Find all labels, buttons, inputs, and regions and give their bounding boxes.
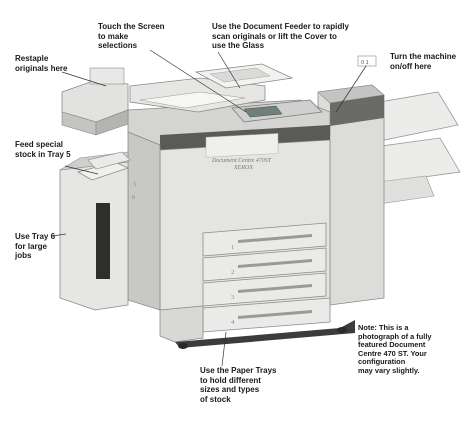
callout-paper-trays: Use the Paper Trays to hold different si… — [200, 366, 277, 404]
callout-document-feeder: Use the Document Feeder to rapidly scan … — [212, 22, 349, 50]
leader-power — [335, 65, 367, 113]
tray-6-cabinet — [59, 161, 129, 311]
callout-tray-5: Feed special stock in Tray 5 — [15, 140, 71, 159]
brand-label: Document Centre 470ST — [211, 157, 272, 164]
brand-plate — [205, 133, 279, 158]
tray-number-3: 3 — [231, 294, 234, 301]
tray-number-1: 1 — [231, 244, 234, 251]
callout-tray-6: Use Tray 6 for large jobs — [15, 232, 56, 260]
leader-touch-screen — [149, 49, 247, 113]
tray-4-handle — [238, 310, 312, 319]
document-feeder-output — [139, 91, 246, 109]
power-switch-label: 0 1 — [361, 60, 369, 66]
paper-trays: 1 2 3 4 — [202, 222, 331, 333]
callout-restaple: Restaple originals here — [15, 54, 68, 73]
callout-touch-screen: Touch the Screen to make selections — [98, 22, 165, 50]
tray-1-handle — [238, 234, 312, 243]
caster-front-right — [337, 327, 347, 333]
leader-tray-5 — [64, 165, 99, 175]
tray-number-4: 4 — [231, 319, 235, 326]
tray-6-window — [96, 203, 110, 279]
finisher-dark-band — [330, 95, 384, 126]
base-skirt — [175, 320, 355, 348]
callout-power: Turn the machine on/off here — [390, 52, 457, 71]
touch-screen — [243, 105, 283, 118]
tray-3-handle — [238, 284, 312, 293]
main-body-side — [127, 131, 161, 311]
power-switch — [357, 55, 377, 67]
tray-number-2: 2 — [231, 269, 234, 276]
tray-number-5: 5 — [133, 181, 136, 188]
leader-tray-6 — [51, 233, 67, 237]
leader-paper-trays — [221, 331, 227, 367]
caster-front-left — [178, 343, 188, 349]
brand-sub-label: XEROX — [233, 165, 253, 171]
stapler-top — [89, 67, 125, 85]
leader-restaple — [61, 71, 107, 87]
tray-2-handle — [238, 259, 312, 268]
leader-document-feeder — [217, 51, 241, 89]
configuration-note: Note: This is a photograph of a fully fe… — [358, 323, 432, 375]
callout-leaders — [51, 49, 367, 367]
base-left — [159, 305, 204, 343]
tray-number-6: 6 — [132, 194, 136, 201]
